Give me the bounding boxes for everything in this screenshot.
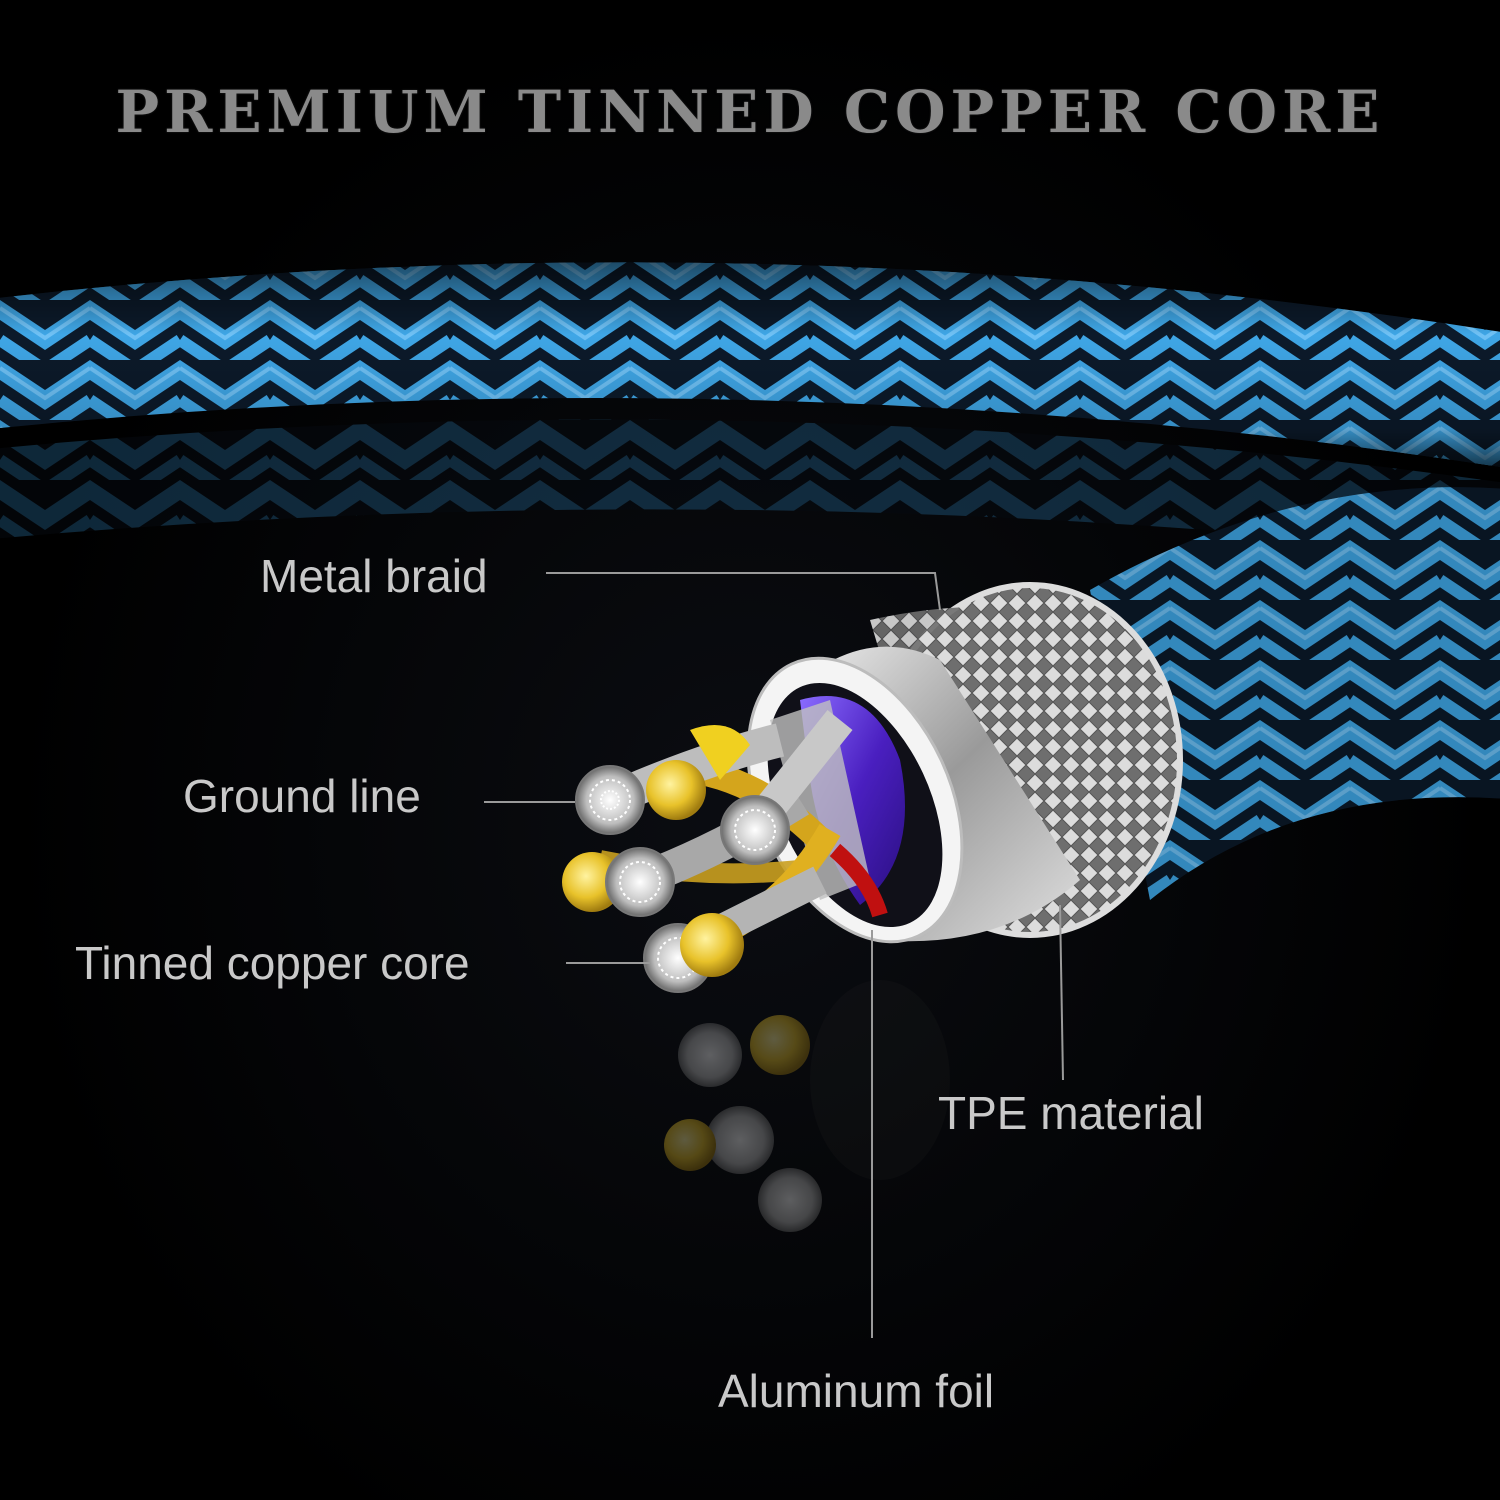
- copper-core-end: [562, 852, 622, 912]
- tpe-material-label: TPE material: [938, 1087, 1204, 1139]
- leader-lines: [484, 572, 1064, 1338]
- front-cable: [1090, 487, 1500, 900]
- aluminum-foil-label: Aluminum foil: [718, 1365, 995, 1417]
- wire-ends: [562, 760, 790, 993]
- ground-line-label: Ground line: [183, 770, 421, 822]
- tinned-copper-core-label: Tinned copper core: [75, 937, 470, 989]
- reflection: [664, 980, 950, 1232]
- strand-end: [720, 795, 790, 865]
- copper-core-end: [646, 760, 706, 820]
- page-title: PREMIUM TINNED COPPER CORE: [115, 78, 1385, 146]
- copper-core-end: [680, 913, 744, 977]
- metal-braid-label: Metal braid: [260, 550, 488, 602]
- strand-end: [605, 847, 675, 917]
- ground-strand-end: [575, 765, 645, 835]
- tpe-leader: [1059, 904, 1064, 1081]
- metal-braid-leader: [546, 572, 941, 611]
- back-cable: [0, 262, 1500, 558]
